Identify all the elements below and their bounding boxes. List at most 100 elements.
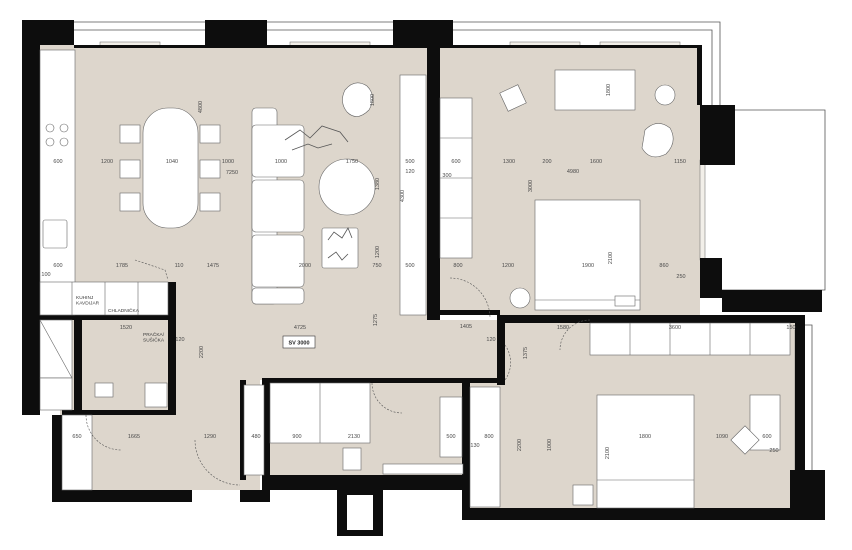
chair-2 xyxy=(119,159,141,179)
toilet-2 xyxy=(342,447,362,471)
wall-entry-bottom xyxy=(52,490,192,502)
dim-label: 2100 xyxy=(605,447,611,459)
armchair xyxy=(342,82,373,117)
chair-4 xyxy=(199,124,221,144)
wall-top-thin-b xyxy=(267,45,393,48)
dim-label: 150 xyxy=(786,325,795,331)
wall-bed2-right xyxy=(795,315,805,475)
wall-left xyxy=(22,45,40,415)
dim-label: 1405 xyxy=(460,324,472,330)
dim-label: 4725 xyxy=(294,325,306,331)
desk xyxy=(554,69,636,111)
dim-label: 860 xyxy=(659,263,668,269)
sink-1 xyxy=(144,382,168,408)
wall-bath1-top xyxy=(40,315,175,320)
bed1 xyxy=(534,199,641,311)
desk-chair xyxy=(499,84,527,112)
wall-stub-bottom-box xyxy=(337,485,383,536)
wall-stub-bottom-inner xyxy=(347,495,373,533)
wall-bed1-right xyxy=(697,45,702,105)
dim-label: 3000 xyxy=(528,180,534,192)
wall-partition-v1 xyxy=(427,45,440,320)
chair-5 xyxy=(199,159,221,179)
dim-label: 750 xyxy=(372,263,381,269)
dim-label: 1600 xyxy=(590,159,602,165)
dim-label: 2130 xyxy=(348,434,360,440)
dim-label: 1800 xyxy=(370,94,376,106)
dim-label: 250 xyxy=(676,274,685,280)
wall-bath1-right xyxy=(168,282,176,412)
dim-label: 1300 xyxy=(503,159,515,165)
dim-label: 2200 xyxy=(517,439,523,451)
dim-label: 1000 xyxy=(222,159,234,165)
dim-label: 1665 xyxy=(128,434,140,440)
tv-unit xyxy=(399,74,427,316)
wall-top-thin-a xyxy=(74,45,205,48)
dim-label: 1900 xyxy=(582,263,594,269)
section-tag-box xyxy=(282,335,316,349)
dim-label: 120 xyxy=(175,337,184,343)
dim-label: 1090 xyxy=(716,434,728,440)
dim-label: 3600 xyxy=(669,325,681,331)
wall-entry-partition xyxy=(240,380,246,480)
wall-column-right xyxy=(700,105,735,165)
dim-label: 120 xyxy=(405,169,414,175)
dim-label: 4980 xyxy=(567,169,579,175)
dim-label: 1290 xyxy=(204,434,216,440)
bedroom1 xyxy=(439,69,676,311)
wall-right-column-low xyxy=(790,470,825,520)
dim-label: 1040 xyxy=(166,159,178,165)
sofa-end xyxy=(251,287,305,305)
dim-label: 1785 xyxy=(116,263,128,269)
dim-label: 1375 xyxy=(523,347,529,359)
coffee-table xyxy=(318,158,376,216)
dim-label: 1000 xyxy=(547,439,553,451)
wall-column-right-2 xyxy=(700,258,722,298)
dim-label: 110 xyxy=(175,263,184,269)
bed1-pillow xyxy=(614,295,636,307)
dim-label: 130 xyxy=(470,443,479,449)
chair-1 xyxy=(119,124,141,144)
section-tag: SV 3000 xyxy=(282,335,316,349)
washer-box-2 xyxy=(39,377,73,411)
bath2-counter xyxy=(382,463,464,475)
wall-entry-left xyxy=(52,415,62,502)
dining-table xyxy=(142,107,199,229)
dim-label: 650 xyxy=(72,434,81,440)
dim-label: 900 xyxy=(292,434,301,440)
washer-label: PRAČKA/SUŠIČKA xyxy=(143,331,165,344)
wall-top-thin-c xyxy=(453,45,700,48)
dim-label: 1200 xyxy=(502,263,514,269)
dim-label: 100 xyxy=(41,272,50,278)
bedroom2 xyxy=(469,322,791,509)
fridge-label: CHLADNIČKA xyxy=(108,307,140,314)
bed2-pillow-1 xyxy=(572,484,594,506)
dim-label: 1475 xyxy=(207,263,219,269)
wall-top-column-2 xyxy=(205,20,267,48)
dim-label: 200 xyxy=(542,159,551,165)
kitchen xyxy=(39,49,169,316)
dim-label: 4800 xyxy=(198,101,204,113)
dim-label: 1520 xyxy=(120,325,132,331)
hob-burner-2 xyxy=(59,123,69,133)
chair-6 xyxy=(199,192,221,212)
wall-bath1-bottom xyxy=(62,410,176,415)
wall-hall-right xyxy=(497,315,505,385)
stool xyxy=(509,287,531,309)
wall-entry-bottom-2 xyxy=(240,490,270,502)
wardrobe-hall xyxy=(469,386,501,508)
section-tag-text: SV 3000 xyxy=(288,341,309,347)
wall-top-column-3 xyxy=(393,20,453,48)
dim-label: 500 xyxy=(405,159,414,165)
dim-label: 300 xyxy=(442,173,451,179)
dim-label: 600 xyxy=(53,159,62,165)
wall-bed1-bottom xyxy=(440,310,500,315)
dim-label: 1800 xyxy=(639,434,651,440)
rug-item xyxy=(321,227,359,269)
hob-burner-4 xyxy=(59,137,69,147)
sink xyxy=(42,219,68,249)
side-table xyxy=(654,84,676,106)
dim-label: 120 xyxy=(486,337,495,343)
